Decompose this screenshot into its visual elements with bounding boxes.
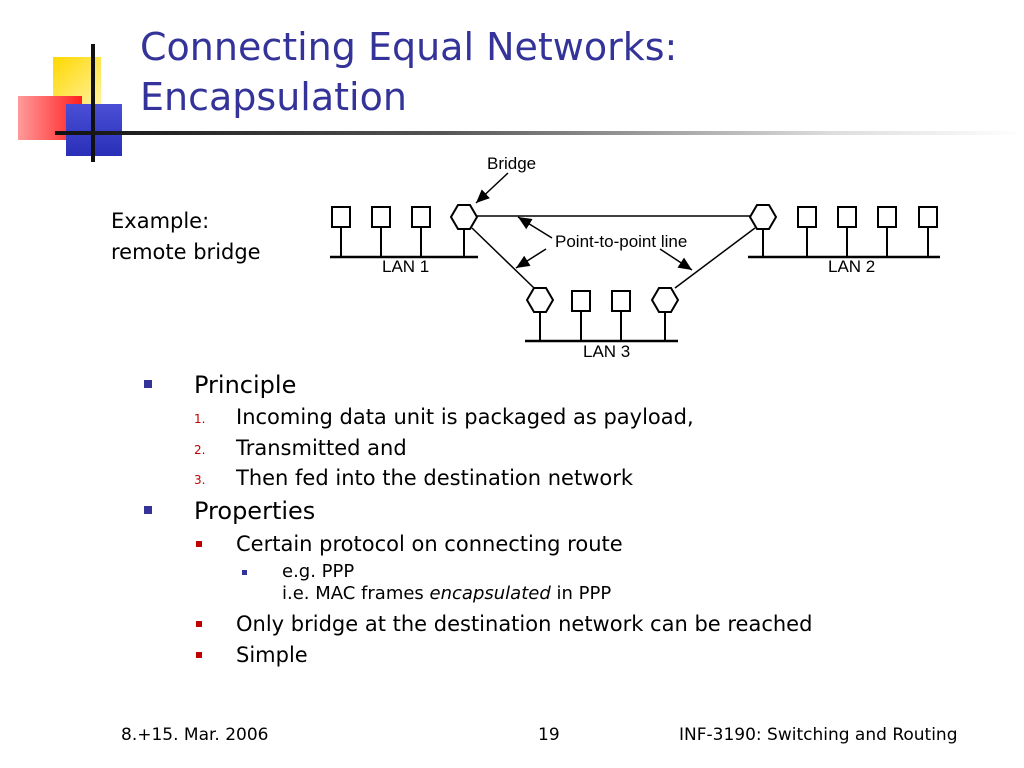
bridge-lan2: [748, 204, 778, 230]
lan3-label: LAN 3: [583, 342, 630, 361]
bullet-marker: [196, 621, 202, 627]
item-number: 1.: [194, 412, 206, 426]
subitem-prefix: i.e. MAC frames: [282, 583, 430, 604]
lan2-label: LAN 2: [828, 257, 875, 276]
properties-item-text: Only bridge at the destination network c…: [236, 612, 813, 636]
bullet-properties-label: Properties: [194, 497, 316, 525]
subitem-suffix: in PPP: [550, 583, 612, 604]
lan1-segment: [330, 206, 478, 259]
properties-item-text: Simple: [236, 643, 308, 667]
bridge-lan3-right: [650, 287, 680, 313]
example-caption: Example: remote bridge: [111, 206, 261, 268]
lan1-label: LAN 1: [382, 257, 429, 276]
subitem-line-2: i.e. MAC frames encapsulated in PPP: [282, 583, 611, 605]
title-underline: [55, 131, 1024, 135]
slide-title: Connecting Equal Networks: Encapsulation: [140, 22, 1000, 122]
bridge-label: Bridge: [487, 154, 536, 173]
bullet-marker: [144, 506, 152, 514]
footer-page-number: 19: [538, 725, 560, 745]
principle-item-text: Then fed into the destination network: [236, 466, 634, 490]
logo-decoration: [0, 0, 160, 170]
bullet-marker: [144, 380, 152, 388]
link-label-arrow-right: [659, 248, 693, 271]
subitem-emphasis: encapsulated: [429, 583, 551, 604]
link-label-arrow-top: [517, 216, 553, 239]
point-to-point-links: [471, 215, 756, 289]
bridge-lan1: [449, 204, 479, 230]
footer-date: 8.+15. Mar. 2006: [121, 725, 269, 745]
item-number: 3.: [194, 473, 206, 487]
footer-course: INF-3190: Switching and Routing: [679, 725, 958, 745]
bridge-lan3-left: [525, 287, 555, 313]
logo-vertical-line: [91, 44, 95, 162]
lan3-segment: [525, 290, 678, 343]
subitem-line-1: e.g. PPP: [282, 561, 355, 582]
principle-item-text: Transmitted and: [236, 436, 407, 460]
bullet-marker: [196, 541, 202, 547]
link-label-arrow-left: [515, 248, 547, 269]
bridge-label-arrow: [475, 172, 509, 204]
example-line-1: Example:: [111, 209, 210, 233]
title-line-2: Encapsulation: [140, 75, 407, 119]
bullet-marker: [196, 652, 202, 658]
title-line-1: Connecting Equal Networks:: [140, 25, 678, 69]
bullet-marker: [242, 570, 247, 575]
bullet-principle-label: Principle: [194, 371, 297, 399]
example-line-2: remote bridge: [111, 240, 261, 264]
properties-item-text: Certain protocol on connecting route: [236, 532, 623, 556]
network-diagram: Bridge Point-to-point line LAN 1 LAN 2 L…: [330, 154, 940, 361]
lan2-segment: [748, 206, 940, 259]
link-label: Point-to-point line: [555, 232, 687, 251]
principle-item-text: Incoming data unit is packaged as payloa…: [236, 405, 694, 429]
item-number: 2.: [194, 443, 206, 457]
